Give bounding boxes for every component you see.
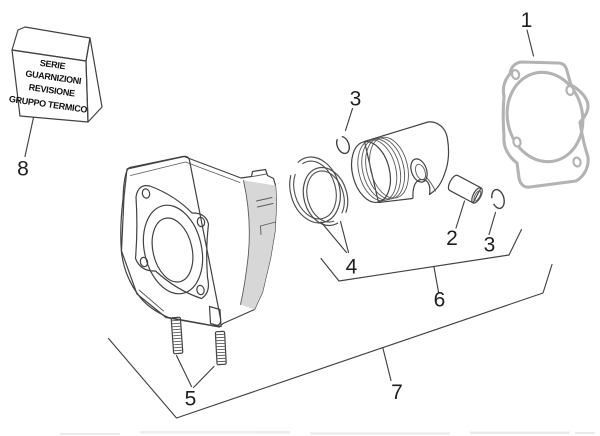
cylinder-gasket-face bbox=[134, 185, 210, 300]
piston-body bbox=[363, 121, 450, 204]
cylinder-spigot-ring bbox=[142, 204, 204, 295]
piston-ring-inner bbox=[302, 166, 349, 227]
callout-8-label: 8 bbox=[17, 158, 29, 181]
cylinder-flange bbox=[120, 155, 222, 327]
stud-hole bbox=[139, 256, 149, 268]
cylinder-casting-seam bbox=[240, 180, 250, 305]
stud-threads bbox=[171, 319, 183, 352]
callout-6-label: 6 bbox=[434, 289, 446, 312]
leader-4 bbox=[320, 220, 350, 254]
leader-8 bbox=[24, 116, 35, 158]
stud-hole bbox=[141, 188, 151, 199]
stud-hole bbox=[196, 284, 205, 296]
piston-pin bbox=[447, 174, 483, 204]
leader-5 bbox=[175, 354, 215, 389]
piston-skirt-opening bbox=[350, 140, 392, 204]
pin-body bbox=[447, 174, 482, 204]
cylinder bbox=[120, 155, 278, 328]
cylinder-studs bbox=[170, 316, 227, 366]
piston-far-skirt-edge bbox=[425, 176, 436, 192]
leader-1 bbox=[526, 29, 535, 57]
cylinder-bore bbox=[151, 217, 194, 283]
ring-groove bbox=[357, 139, 398, 202]
callout-3-upper-label: 3 bbox=[350, 88, 362, 111]
callout-3-lower-label: 3 bbox=[484, 234, 496, 257]
ring-groove bbox=[361, 138, 402, 201]
piston-pin-bore bbox=[415, 163, 426, 181]
gasket-kit-placard: SERIE GUARNIZIONI REVISIONE GRUPPO TERMI… bbox=[8, 26, 103, 123]
flange-bottom-inner-edge bbox=[138, 289, 164, 312]
circlip-lower bbox=[491, 188, 505, 210]
pin-end-face bbox=[471, 187, 483, 204]
placard-line-3: REVISIONE bbox=[28, 82, 76, 98]
stud-hole bbox=[196, 216, 206, 228]
callout-5-label: 5 bbox=[185, 388, 197, 411]
bracket-6 bbox=[320, 228, 523, 293]
stud-left bbox=[170, 316, 184, 355]
gasket-bolt-hole bbox=[565, 84, 575, 97]
cylinder-mount-tab-edge bbox=[252, 173, 267, 177]
gasket-outline bbox=[501, 60, 590, 189]
page-edge-artifact bbox=[60, 431, 595, 435]
callout-1-label: 1 bbox=[521, 9, 533, 32]
gasket-bolt-hole bbox=[512, 136, 522, 148]
placard-line-4: GRUPPO TERMICO bbox=[8, 94, 88, 115]
piston-pin-boss bbox=[410, 158, 428, 183]
cylinder-bottom-stub bbox=[208, 305, 222, 328]
circlip-upper bbox=[335, 135, 351, 155]
piston-ring-outer bbox=[289, 156, 341, 224]
callout-leader-lines bbox=[24, 29, 553, 419]
piston bbox=[350, 121, 450, 204]
leader-2 bbox=[455, 200, 466, 229]
bracket-7 bbox=[107, 263, 553, 419]
stud-right bbox=[214, 330, 227, 366]
leader-3-lower bbox=[488, 211, 497, 236]
cylinder-side-shading bbox=[240, 180, 277, 310]
gasket-bore-opening bbox=[505, 70, 585, 164]
callout-4-label: 4 bbox=[346, 256, 358, 279]
pin-bore bbox=[473, 190, 482, 202]
stud-threads bbox=[215, 333, 227, 363]
leader-3-upper bbox=[344, 107, 354, 132]
gasket-bolt-hole bbox=[572, 156, 582, 168]
placard-side-gusset bbox=[85, 37, 103, 123]
ring-groove bbox=[369, 136, 409, 199]
piston-rings bbox=[289, 156, 349, 227]
gasket-bolt-hole bbox=[510, 68, 521, 81]
callout-labels: 1 2 3 3 4 5 6 7 8 bbox=[17, 9, 532, 411]
placard-line-1: SERIE bbox=[39, 58, 66, 71]
cylinder-side-ribs bbox=[256, 197, 276, 235]
cylinder-top-edge-lines bbox=[130, 161, 241, 183]
callout-7-label: 7 bbox=[391, 381, 403, 404]
base-gasket bbox=[501, 60, 590, 189]
ring-groove bbox=[365, 137, 406, 200]
callout-2-label: 2 bbox=[446, 227, 458, 250]
